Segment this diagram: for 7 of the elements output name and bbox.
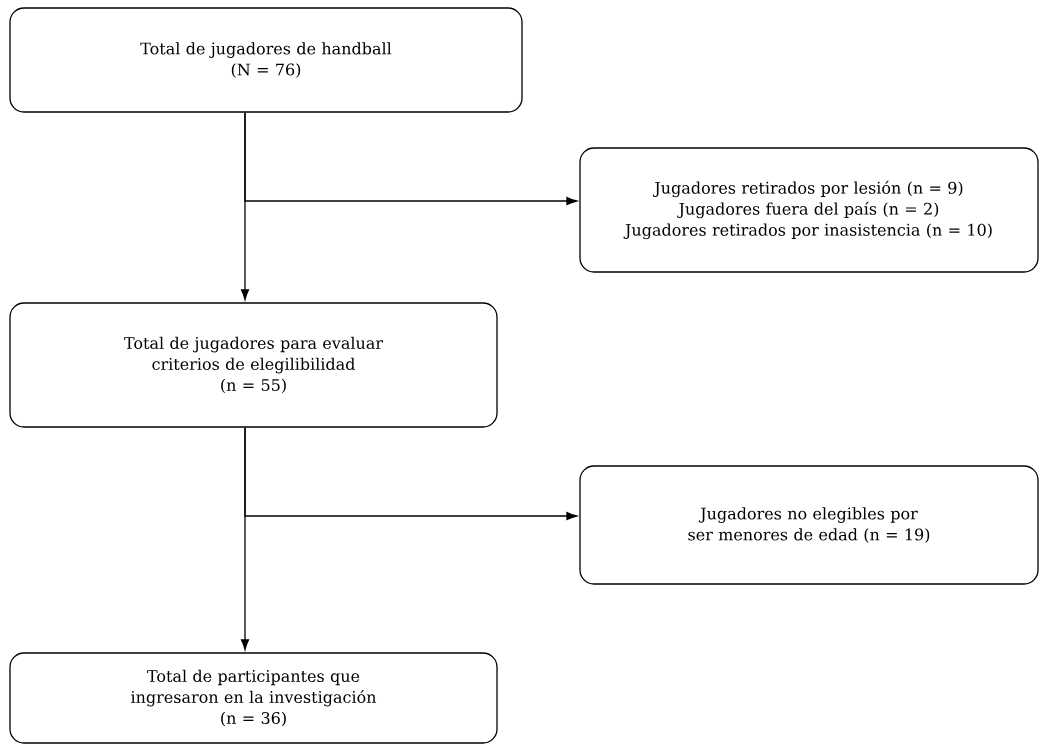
process-box: Jugadores retirados por lesión (n = 9) Jugadores fuera del país (n = 2) Jugadores retirados por inasistencia (n = 10) <box>579 147 1039 273</box>
process-box: Jugadores no elegibles por ser menores de edad (n = 19) <box>579 465 1039 585</box>
process-box: Total de jugadores para evaluar criterios de elegilibilidad (n = 55) <box>9 302 498 428</box>
arrow <box>240 427 250 651</box>
arrow <box>240 112 250 301</box>
process-box: Total de participantes que ingresaron en la investigación (n = 36) <box>9 652 498 744</box>
process-box: Total de jugadores de handball (N = 76) <box>9 7 523 113</box>
